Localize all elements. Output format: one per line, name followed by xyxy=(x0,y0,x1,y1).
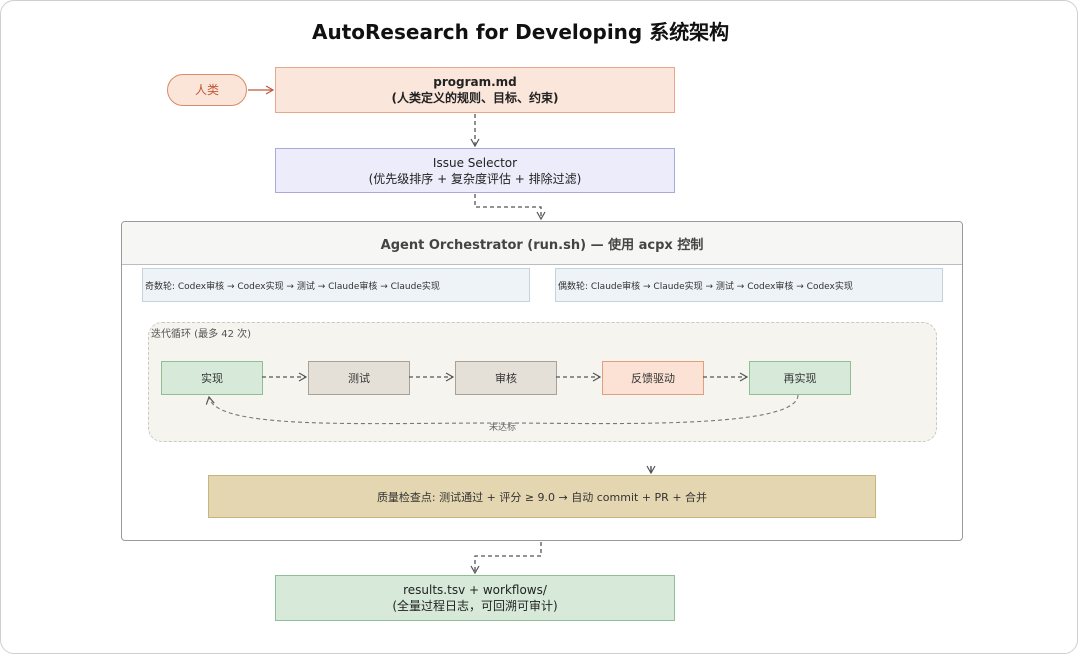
results-subtitle: (全量过程日志，可回溯可审计) xyxy=(392,599,558,613)
quality-gate-node: 质量检查点: 测试通过 + 评分 ≥ 9.0 → 自动 commit + PR … xyxy=(208,475,876,518)
program-md-node: program.md (人类定义的规则、目标、约束) xyxy=(275,67,675,113)
results-node: results.tsv + workflows/ (全量过程日志，可回溯可审计) xyxy=(275,575,675,621)
human-node: 人类 xyxy=(167,74,247,106)
iteration-loop-group: 迭代循环 (最多 42 次) 实现 测试 审核 反馈驱动 再实现 未达标 xyxy=(148,322,937,442)
selector-subtitle: (优先级排序 + 复杂度评估 + 排除过滤) xyxy=(368,171,582,186)
agent-orchestrator-container: Agent Orchestrator (run.sh) — 使用 acpx 控制… xyxy=(121,221,963,541)
step-implement: 实现 xyxy=(161,361,263,395)
step-review: 审核 xyxy=(455,361,557,395)
diagram-title: AutoResearch for Developing 系统架构 xyxy=(312,20,730,44)
selector-title: Issue Selector xyxy=(432,155,518,170)
human-label: 人类 xyxy=(194,83,219,97)
odd-round-note: 奇数轮: Codex审核 → Codex实现 → 测试 → Claude审核 →… xyxy=(142,268,530,302)
orchestrator-header: Agent Orchestrator (run.sh) — 使用 acpx 控制 xyxy=(122,222,962,265)
unmet-label: 未达标 xyxy=(489,420,517,433)
step-test: 测试 xyxy=(308,361,410,395)
issue-selector-node: Issue Selector (优先级排序 + 复杂度评估 + 排除过滤) xyxy=(275,148,675,193)
loop-label: 迭代循环 (最多 42 次) xyxy=(151,329,252,340)
step-feedback-driven: 反馈驱动 xyxy=(602,361,704,395)
program-title: program.md xyxy=(433,75,517,89)
even-round-note: 偶数轮: Claude审核 → Claude实现 → 测试 → Codex审核 … xyxy=(555,268,943,302)
program-subtitle: (人类定义的规则、目标、约束) xyxy=(391,91,559,105)
results-title: results.tsv + workflows/ xyxy=(403,583,547,597)
step-reimplement: 再实现 xyxy=(749,361,851,395)
